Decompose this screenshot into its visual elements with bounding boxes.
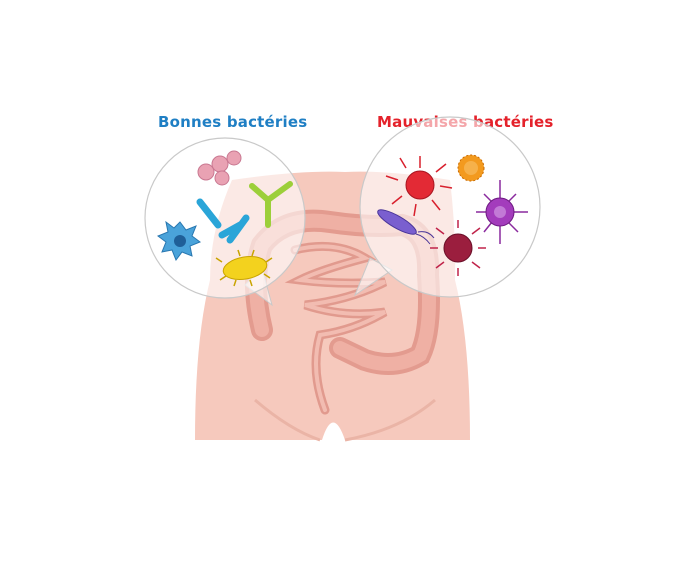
good-bubble-circle [144,137,306,299]
bad-bacteria-bubble [353,116,541,298]
flagellate-bacteria-icon [377,209,435,245]
y-bacteria-icon [249,181,293,228]
groin-shadow [254,398,436,442]
spiky-oval-bacteria-icon [215,249,273,287]
good-bacteria-bubble [144,137,306,307]
maroon-virus-icon [430,220,486,276]
small-intestine-highlight [293,244,387,412]
purple-virus-icon [476,180,528,244]
rod-bacteria-icon [196,198,250,244]
cocci-cluster-icon [197,150,242,186]
orange-virus-icon [457,154,485,182]
red-virus-icon [385,156,453,217]
star-bacteria-icon [156,220,202,262]
good-bacteria-label: Bonnes bactéries [158,113,308,131]
bad-bubble-circle [359,116,541,298]
